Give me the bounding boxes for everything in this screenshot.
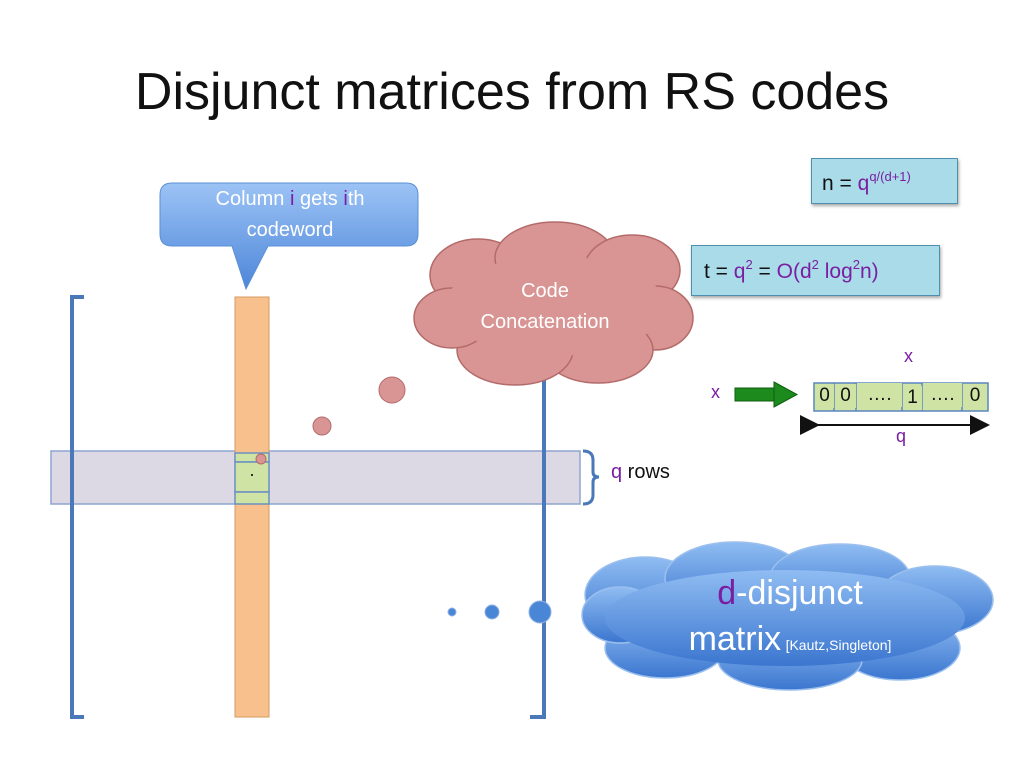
callout-text-part: Column [215, 188, 290, 210]
encoding-cell: 0 [963, 384, 987, 408]
encoding-x-top: x [904, 346, 913, 366]
t-eq: = [752, 260, 777, 283]
q-rows-var: q [611, 461, 623, 483]
t-d-exp: 2 [811, 257, 819, 272]
column-i [234, 296, 270, 718]
q-rows-label: q rows [611, 461, 670, 484]
slide-title: Disjunct matrices from RS codes [134, 63, 890, 121]
thought-bubble-small [255, 453, 267, 465]
t-q: q [733, 260, 746, 283]
intersection-cell-bottom [234, 491, 270, 505]
encoding-cell: …. [857, 383, 902, 407]
t-bigO: O(d [776, 260, 812, 283]
encoding-cell: 0 [835, 384, 856, 408]
encoding-cell: 1 [903, 386, 922, 410]
map-arrow-head [773, 381, 799, 408]
n-formula-box: n = qq/(d+1) [811, 158, 958, 204]
t-formula-box: t = q2 = O(d2 log2n) [691, 245, 940, 296]
callout-line-2: codeword [246, 219, 334, 241]
disjunct-bubble-small [447, 607, 457, 617]
encoding-q-label: q [896, 426, 907, 446]
disjunct-var-d: d [717, 574, 737, 612]
t-tail: n) [859, 260, 879, 283]
left-bracket [70, 295, 84, 719]
callout-var-i: i [289, 188, 295, 210]
t-log: log [818, 260, 853, 283]
disjunct-bubble-medium [484, 604, 500, 620]
thought-bubble-large [378, 376, 406, 404]
callout-text: Column i gets ith codeword [165, 184, 415, 246]
n-base: q [857, 172, 870, 195]
encoding-cell: …. [923, 383, 962, 407]
n-exponent: q/(d+1) [869, 169, 911, 184]
concat-line-1: Code [521, 280, 569, 302]
thought-bubble-medium [312, 416, 332, 436]
concat-line-2: Concatenation [480, 311, 610, 333]
disjunct-line-1: d-disjunct [640, 570, 940, 616]
callout-text-part: th [347, 188, 365, 210]
map-arrow-shaft [734, 387, 776, 402]
concat-cloud [413, 221, 694, 386]
n-lhs: n = [822, 172, 858, 195]
disjunct-cloud [581, 541, 994, 691]
q-rows-text: rows [622, 461, 670, 483]
intersection-cell-dot: · [249, 464, 255, 484]
disjunct-cloud-text: d-disjunct matrix [Kautz,Singleton] [640, 570, 940, 669]
encoding-cell: 0 [815, 384, 834, 408]
callout-shape [159, 182, 419, 291]
disjunct-matrix-word: matrix [688, 620, 782, 658]
q-rows-band [50, 450, 581, 505]
callout-var-i: i [343, 188, 348, 210]
disjunct-bubble-large [528, 600, 552, 624]
t-q-exp: 2 [745, 257, 753, 272]
encoding-x-left: x [711, 382, 720, 402]
concat-cloud-text: Code Concatenation [470, 276, 620, 338]
disjunct-citation: [Kautz,Singleton] [785, 637, 892, 653]
disjunct-line-2: matrix [Kautz,Singleton] [640, 616, 940, 669]
q-rows-brace [582, 449, 600, 506]
callout-text-part: gets [294, 188, 344, 210]
t-lhs: t = [704, 260, 734, 283]
disjunct-text: -disjunct [736, 574, 863, 612]
t-log-exp: 2 [852, 257, 860, 272]
callout-line-1: Column i gets ith [165, 184, 415, 215]
